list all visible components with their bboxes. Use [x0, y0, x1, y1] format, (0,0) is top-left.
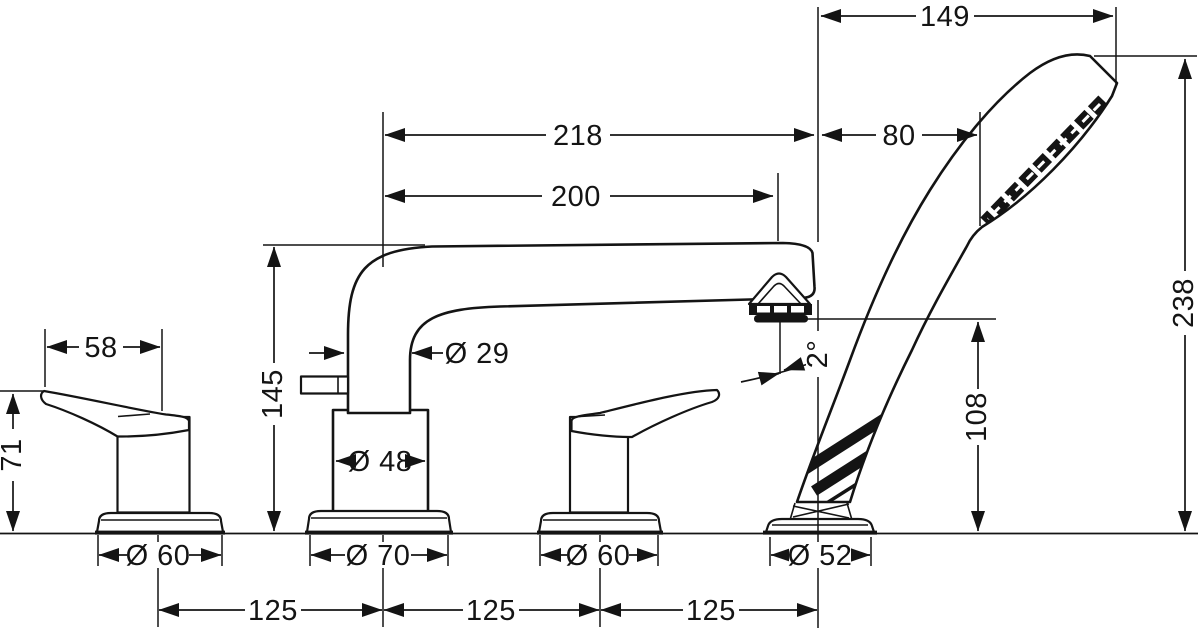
dimension-218: 218	[384, 120, 815, 152]
right-handle-lever	[570, 388, 721, 439]
dimension-dia-48: Ø 48	[335, 446, 426, 478]
right-lever-seam	[571, 414, 606, 418]
left-lever-seam	[117, 413, 151, 418]
aerator	[747, 272, 812, 323]
dimension-71: 71	[0, 393, 28, 532]
diverter-rod	[299, 375, 350, 395]
dim-dia48-label: Ø 48	[348, 446, 413, 478]
aerator-cone-inner	[757, 282, 802, 305]
left-handle	[39, 389, 225, 535]
dim-218-label: 218	[553, 120, 603, 152]
dim-200-label: 200	[551, 181, 601, 213]
dimension-200: 200	[384, 181, 774, 213]
dim-dia52-label: Ø 52	[788, 540, 853, 572]
dim-108-label: 108	[961, 392, 993, 442]
angle-arc	[740, 363, 809, 383]
aerator-slot-gap	[774, 306, 787, 313]
dimension-108: 108	[961, 321, 993, 532]
dimension-dia-70: Ø 70	[310, 540, 448, 572]
dimension-dia-60-right: Ø 60	[540, 540, 658, 572]
dim-dia60-left-label: Ø 60	[126, 540, 191, 572]
extension-lines	[0, 7, 1197, 628]
dimension-145: 145	[257, 246, 289, 532]
dim-dia70-label: Ø 70	[346, 540, 411, 572]
spout	[346, 241, 816, 415]
dimension-125-3: 125	[600, 595, 818, 627]
left-handle-lever	[39, 389, 191, 438]
dimension-58: 58	[46, 332, 161, 364]
spray-face-highlight	[986, 102, 1102, 221]
dim-58-label: 58	[84, 332, 117, 364]
dim-125-2-label: 125	[466, 595, 516, 627]
dimension-125-2: 125	[383, 595, 600, 627]
aerator-slot-gap	[757, 306, 770, 313]
dimension-125-1: 125	[158, 595, 383, 627]
aerator-slot-gap	[791, 306, 804, 313]
dimension-80: 80	[821, 120, 978, 152]
dimension-dia-29: Ø 29	[309, 338, 509, 370]
dimension-dia-60-left: Ø 60	[98, 540, 222, 572]
hand-shower	[763, 53, 1119, 535]
center-spout-unit	[299, 241, 816, 535]
left-base-flange	[95, 511, 225, 534]
dim-125-3-label: 125	[686, 595, 736, 627]
center-base-flange	[305, 509, 453, 534]
right-base-flange	[537, 511, 663, 534]
dim-dia60-right-label: Ø 60	[566, 540, 631, 572]
dimension-angle-2deg: 2°	[740, 331, 834, 386]
dim-238-label: 238	[1168, 278, 1200, 328]
dim-145-label: 145	[257, 369, 289, 419]
hose-connector	[789, 502, 853, 521]
hose-connector-cross	[792, 503, 850, 519]
dimension-dia-52: Ø 52	[770, 540, 871, 572]
hand-shower-outline	[795, 53, 1119, 504]
dimension-149: 149	[820, 1, 1114, 33]
right-handle	[537, 388, 721, 535]
dim-149-label: 149	[920, 1, 970, 33]
dim-80-label: 80	[882, 120, 915, 152]
dim-dia29-label: Ø 29	[445, 338, 510, 370]
dimension-238: 238	[1168, 58, 1200, 532]
dim-angle-label: 2°	[802, 340, 834, 369]
dim-125-1-label: 125	[248, 595, 298, 627]
aerator-lip	[754, 315, 808, 323]
dim-71-label: 71	[0, 438, 28, 471]
